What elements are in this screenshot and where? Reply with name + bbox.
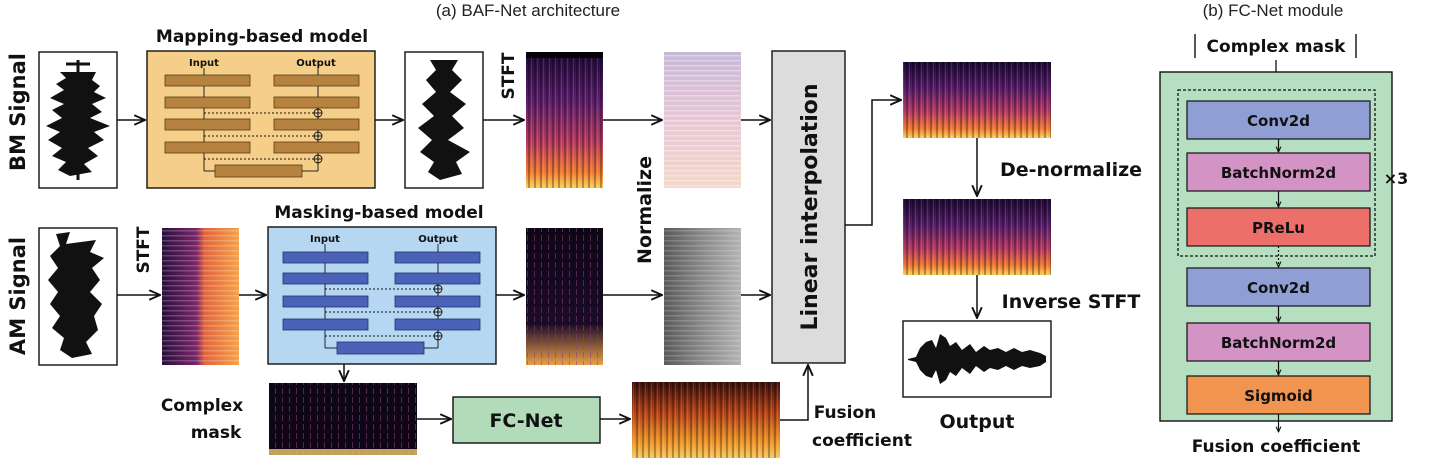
- am-enhanced-spectrogram: [526, 228, 603, 365]
- fc-module-block-prelu: PReLu: [1186, 207, 1371, 247]
- mapping-model-block: Input Output: [146, 50, 376, 189]
- bm-waveform: [38, 51, 118, 189]
- complex-mask-label-line2: mask: [191, 423, 242, 443]
- fc-module-caption: (b) FC-Net module: [1203, 1, 1344, 20]
- denormalized-spectrogram: [903, 199, 1051, 275]
- fusion-coefficient-map: [632, 382, 780, 458]
- complex-mask-spectrogram: [269, 383, 417, 455]
- output-label: Output: [940, 411, 1015, 433]
- mapping-model-title: Mapping-based model: [156, 27, 368, 47]
- bm-spectrogram: [526, 52, 603, 188]
- masking-output-label: Output: [418, 234, 458, 245]
- fc-module-block-label: BatchNorm2d: [1221, 164, 1336, 182]
- fc-module-block-label: Sigmoid: [1244, 387, 1313, 405]
- masking-model-block: Input Output: [267, 226, 497, 365]
- linear-interpolation-label: Linear interpolation: [798, 83, 823, 330]
- stft-top-label: STFT: [499, 52, 519, 99]
- denormalize-label: De-normalize: [1000, 159, 1142, 181]
- bm-normalized-spectrogram: [664, 52, 741, 188]
- fc-module-block-conv2d: Conv2d: [1186, 100, 1371, 140]
- fc-module-block-label: PReLu: [1252, 219, 1305, 237]
- fusion-coefficient-label-line2: coefficient: [812, 431, 912, 451]
- fc-module-block-sigmoid: Sigmoid: [1186, 375, 1371, 415]
- normalize-label: Normalize: [634, 156, 656, 264]
- fc-module-block-conv2d: Conv2d: [1186, 267, 1371, 307]
- masking-input-label: Input: [310, 234, 340, 245]
- bm-enhanced-waveform: [404, 51, 484, 189]
- fc-module-block-batchnorm2d: BatchNorm2d: [1186, 152, 1371, 192]
- fc-module-block-label: Conv2d: [1247, 279, 1310, 297]
- complex-mask-label-line1: Complex: [161, 396, 243, 416]
- fc-module-input-label: Complex mask: [1207, 37, 1347, 57]
- fc-net-block: FC-Net: [452, 396, 601, 444]
- fused-spectrogram: [903, 62, 1051, 138]
- output-waveform: [902, 320, 1052, 398]
- fc-module-repeat-group: [1177, 89, 1376, 257]
- fc-module-block-label: BatchNorm2d: [1221, 334, 1336, 352]
- mapping-input-label: Input: [189, 58, 219, 69]
- fc-module-block-label: Conv2d: [1247, 112, 1310, 130]
- am-signal-label: AM Signal: [6, 237, 30, 355]
- inverse-stft-label: Inverse STFT: [1002, 291, 1141, 313]
- fc-module-repeat-label: ×3: [1384, 169, 1409, 188]
- am-waveform: [38, 227, 118, 366]
- linear-interpolation-block: Linear interpolation: [771, 50, 846, 364]
- architecture-caption: (a) BAF-Net architecture: [436, 1, 620, 20]
- fc-module-block-batchnorm2d: BatchNorm2d: [1186, 322, 1371, 362]
- fusion-coefficient-label-line1: Fusion: [814, 403, 877, 423]
- am-normalized-spectrogram: [664, 228, 741, 365]
- fc-net-label: FC-Net: [489, 410, 562, 432]
- masking-model-title: Masking-based model: [274, 203, 483, 223]
- bm-signal-label: BM Signal: [6, 53, 30, 171]
- am-spectrogram: [162, 228, 239, 365]
- fc-module-output-label: Fusion coefficient: [1192, 437, 1360, 457]
- mapping-output-label: Output: [296, 58, 336, 69]
- stft-bottom-label: STFT: [134, 226, 154, 273]
